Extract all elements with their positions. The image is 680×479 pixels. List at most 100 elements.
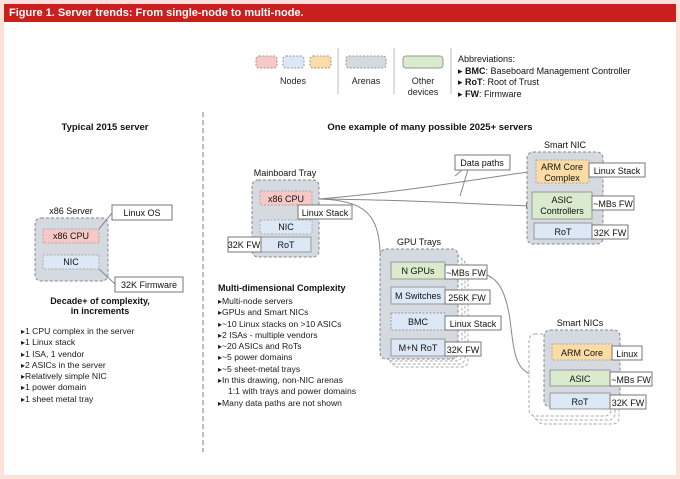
right-bullet-list: Multi-node servers GPUs and Smart NICs ~… bbox=[218, 296, 356, 409]
mainboard-fw-box bbox=[227, 236, 262, 253]
abbreviations-block: Abbreviations: ▸ BMC: Baseboard Manageme… bbox=[458, 54, 631, 100]
right-heading: One example of many possible 2025+ serve… bbox=[327, 122, 533, 133]
smart-nic-rot-fw-label: 32K FW bbox=[594, 228, 627, 238]
legend-arena-swatch bbox=[345, 55, 387, 69]
legend-nodes-label: Nodes bbox=[280, 76, 307, 86]
x86-server bbox=[34, 204, 184, 293]
switches-fw-label: 256K FW bbox=[448, 293, 486, 303]
smart-nics-title: Smart NICs bbox=[557, 318, 604, 328]
smart-nics-linux-label: Linux bbox=[616, 349, 638, 359]
smart-nic-rot-label: RoT bbox=[554, 227, 572, 237]
abbreviation-term: BMC bbox=[465, 65, 486, 76]
gpu-rot-fw-box bbox=[444, 341, 482, 357]
mainboard-nic-node bbox=[259, 219, 313, 235]
x86-cpu-node bbox=[42, 228, 100, 244]
smart-nics-asic-fw-box bbox=[609, 371, 653, 387]
list-item: 1 ISA, 1 vendor bbox=[21, 349, 134, 360]
list-item: 1 Linux stack bbox=[21, 337, 134, 348]
smart-nics-asic-label: ASIC bbox=[569, 374, 591, 384]
abbreviation-definition: : Baseboard Management Controller bbox=[485, 65, 631, 76]
list-item: 1 CPU complex in the server bbox=[21, 326, 134, 337]
switches-label: M Switches bbox=[395, 291, 442, 301]
list-item: 1 power domain bbox=[21, 382, 134, 393]
legend-other-swatch bbox=[402, 55, 444, 69]
list-item: 1 sheet metal tray bbox=[21, 394, 134, 405]
bmc-linux-label: Linux Stack bbox=[450, 319, 497, 329]
legend: Nodes Arenas Other devices bbox=[255, 48, 452, 97]
smart-nic-asic-fw-label: ~MBs FW bbox=[593, 199, 633, 209]
complexity-heading-line-2: in increments bbox=[70, 306, 130, 316]
smart-nic-asic-fw-box bbox=[591, 195, 635, 211]
list-item: Many data paths are not shown bbox=[218, 398, 356, 409]
list-item: Relatively simple NIC bbox=[21, 371, 134, 382]
mainboard-title: Mainboard Tray bbox=[254, 168, 317, 178]
path-gpu-smart-nics bbox=[469, 271, 548, 381]
smart-nics-arm-label: ARM Core bbox=[561, 348, 603, 358]
abbreviation-row: ▸ RoT: Root of Trust bbox=[458, 77, 540, 87]
bmc-label: BMC bbox=[408, 317, 429, 327]
list-item: GPUs and Smart NICs bbox=[218, 307, 356, 318]
gpu-rot-label: M+N RoT bbox=[399, 343, 438, 353]
smart-nic-rot-fw-box bbox=[591, 224, 629, 240]
figure-title: Figure 1. Server trends: From single-nod… bbox=[4, 4, 676, 22]
callout-os-label: Linux OS bbox=[123, 208, 160, 218]
cpu-label: x86 CPU bbox=[53, 231, 89, 241]
legend-arenas-label: Arenas bbox=[352, 76, 381, 86]
smart-nics bbox=[528, 329, 653, 425]
legend-node-blue-swatch bbox=[282, 55, 305, 69]
mainboard-cpu-label: x86 CPU bbox=[268, 194, 304, 204]
smart-nic-asic-label: ASIC bbox=[551, 195, 573, 205]
mainboard-fw-label: 32K FW bbox=[228, 240, 261, 250]
smart-nic-arm-label: ARM Core bbox=[541, 162, 583, 172]
path-cpu-controllers bbox=[318, 198, 533, 210]
gpu-trays-title: GPU Trays bbox=[397, 237, 442, 247]
abbreviation-definition: : Firmware bbox=[479, 88, 522, 99]
list-item-continuation: 1:1 with trays and power domains bbox=[228, 386, 357, 397]
x86-server-arena bbox=[34, 217, 109, 282]
legend-node-pink-swatch bbox=[255, 55, 278, 69]
smart-nic-asic-label-2: Controllers bbox=[540, 206, 584, 216]
data-paths-label-box bbox=[454, 154, 511, 171]
firmware-callout bbox=[114, 276, 184, 293]
abbreviation-row: ▸ FW: Firmware bbox=[458, 88, 522, 99]
smart-nic-linux-label: Linux Stack bbox=[594, 166, 641, 176]
callout-line bbox=[98, 212, 113, 230]
smart-nics-asic-fw-label: ~MBs FW bbox=[611, 375, 651, 385]
mainboard-rot-label: RoT bbox=[277, 240, 295, 250]
legend-other-label-1: Other bbox=[412, 76, 435, 86]
switches-fw-box bbox=[444, 289, 491, 305]
linux-os-callout bbox=[111, 204, 173, 221]
path-cpu-smart-nic bbox=[318, 168, 536, 200]
smart-nic-asic-node bbox=[531, 191, 593, 220]
abbreviation-row: ▸ BMC: Baseboard Management Controller bbox=[458, 65, 631, 76]
legend-node-yellow-swatch bbox=[309, 55, 332, 69]
data-path-lines bbox=[318, 154, 548, 381]
abbreviation-definition: : Root of Trust bbox=[482, 77, 540, 87]
multi-heading: Multi-dimensional Complexity bbox=[218, 283, 346, 293]
callout-fw-label: 32K Firmware bbox=[121, 280, 177, 290]
list-item: In this drawing, non-NIC arenas bbox=[218, 375, 356, 386]
smart-nics-rot-fw-box bbox=[609, 394, 647, 410]
list-item: ~10 Linux stacks on >10 ASICs bbox=[218, 319, 356, 330]
mainboard-cpu-node bbox=[259, 190, 313, 206]
mainboard-nic-label: NIC bbox=[278, 222, 294, 232]
complexity-heading: Decade+ of complexity, in increments bbox=[20, 296, 180, 316]
bmc-node bbox=[390, 312, 446, 331]
gpu-fw-box bbox=[444, 264, 488, 280]
complexity-heading-line-1: Decade+ of complexity, bbox=[50, 296, 150, 306]
left-heading: Typical 2015 server bbox=[61, 122, 149, 133]
left-bullet-list: 1 CPU complex in the server 1 Linux stac… bbox=[21, 326, 134, 405]
abbreviations-title: Abbreviations: bbox=[458, 54, 516, 64]
mainboard-linux-label: Linux Stack bbox=[302, 208, 349, 218]
callout-line bbox=[98, 268, 116, 285]
list-item: ~5 sheet-metal trays bbox=[218, 364, 356, 375]
gpu-label: N GPUs bbox=[401, 266, 435, 276]
smart-nic bbox=[526, 151, 646, 245]
bmc-linux-box bbox=[444, 315, 502, 331]
smart-nic-arm-label-2: Complex bbox=[544, 173, 580, 183]
smart-nic-title: Smart NIC bbox=[544, 140, 587, 150]
smart-nics-linux-box bbox=[611, 345, 643, 361]
abbreviation-term: RoT bbox=[465, 77, 483, 87]
mainboard-linux-box bbox=[297, 204, 353, 220]
